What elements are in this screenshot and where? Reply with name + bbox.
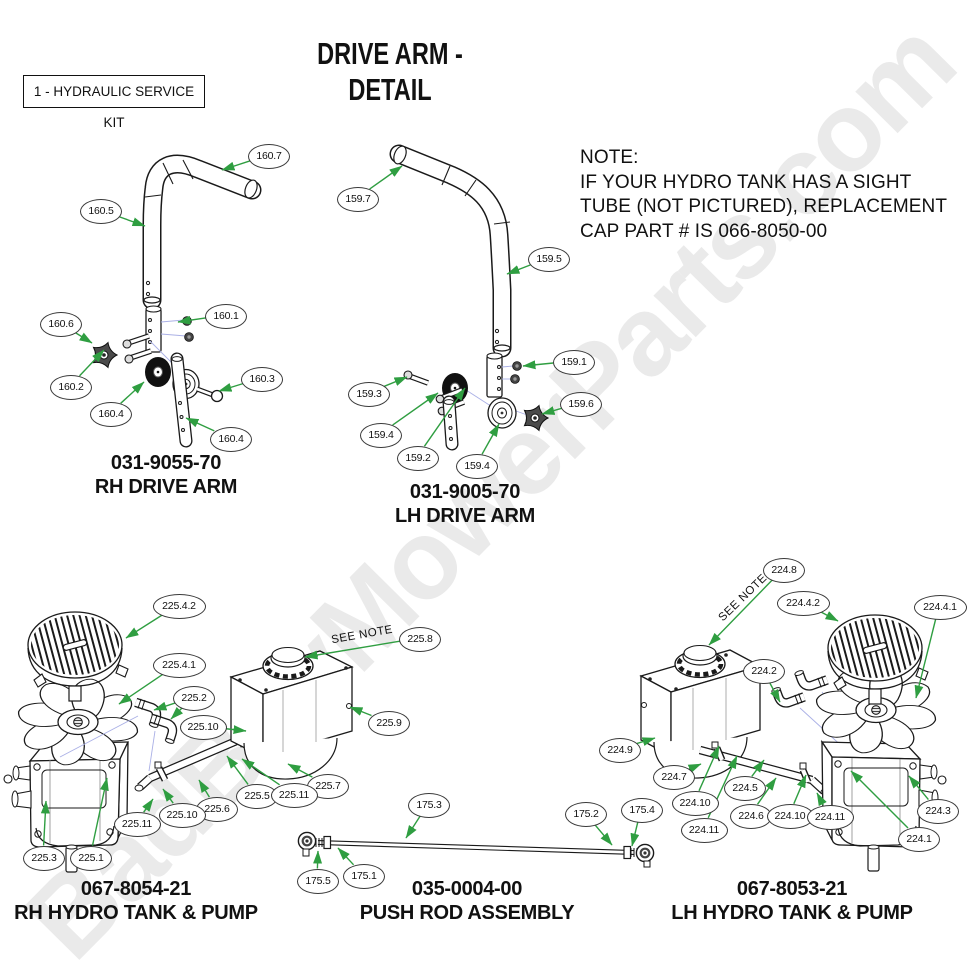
callout-arrow xyxy=(118,673,165,705)
part-name: LH DRIVE ARM xyxy=(394,505,536,527)
callout-arrow xyxy=(304,640,400,660)
callout-arrow xyxy=(177,315,206,325)
callout-arrow xyxy=(369,165,403,190)
callout-arrow xyxy=(198,779,210,798)
callout-arrow xyxy=(170,706,184,720)
callout-arrow xyxy=(40,800,50,846)
part-number: 031-9005-70 xyxy=(409,481,521,503)
callout-arrow xyxy=(818,610,839,622)
callout-arrow xyxy=(162,788,174,804)
note-line: TUBE (NOT PICTURED), REPLACEMENT xyxy=(580,196,948,217)
callout-arrow xyxy=(73,330,93,344)
callout-arrow xyxy=(223,725,247,735)
part-number: 067-8053-21 xyxy=(736,878,848,900)
lh-hydro-tank-pump-drawing xyxy=(639,604,947,872)
part-name: RH DRIVE ARM xyxy=(94,476,238,498)
callout-arrow xyxy=(816,792,827,807)
callout-arrow xyxy=(349,706,372,717)
callout-arrow xyxy=(687,763,702,774)
callout-arrow xyxy=(241,758,280,786)
callout-arrow xyxy=(850,770,909,829)
callout-arrow xyxy=(142,798,154,813)
callout-arrow xyxy=(522,360,554,370)
part-number: 035-0004-00 xyxy=(411,878,523,900)
callout-arrow xyxy=(698,745,720,792)
callout-arrow xyxy=(405,814,422,839)
rh-drive-arm-drawing xyxy=(93,154,262,448)
callout-arrow xyxy=(636,737,656,746)
part-number: 031-9055-70 xyxy=(110,452,222,474)
callout-arrow xyxy=(384,376,408,387)
callout-arrow xyxy=(914,617,937,699)
callout-arrow xyxy=(226,755,249,785)
part-number: 067-8054-21 xyxy=(80,878,192,900)
callout-arrow xyxy=(793,774,807,805)
callout-arrow xyxy=(287,763,313,778)
caption-rh-hydro-tank-pump: 067-8054-21 RH HYDRO TANK & PUMP xyxy=(4,877,268,925)
note-line: IF YOUR HYDRO TANK HAS A SIGHT xyxy=(580,171,912,193)
callout-arrow xyxy=(481,423,500,455)
callout-arrow xyxy=(91,777,109,846)
push-rod-drawing xyxy=(297,831,655,868)
callout-arrow xyxy=(908,775,929,801)
part-name: LH HYDRO TANK & PUMP xyxy=(671,902,913,924)
callout-arrow xyxy=(541,406,563,415)
callout-arrow xyxy=(313,850,323,869)
callout-arrow xyxy=(120,381,145,404)
caption-push-rod-assembly: 035-0004-00 PUSH ROD ASSEMBLY xyxy=(335,877,599,925)
note-heading: NOTE: xyxy=(580,147,639,168)
callout-arrow xyxy=(768,680,781,703)
caption-rh-drive-arm: 031-9055-70 RH DRIVE ARM xyxy=(56,451,276,499)
callout-arrow xyxy=(708,578,774,646)
note-line: CAP PART # IS 066-8050-00 xyxy=(580,220,828,242)
callout-arrow xyxy=(423,387,466,447)
callout-arrow xyxy=(756,777,777,805)
part-name: RH HYDRO TANK & PUMP xyxy=(14,902,258,924)
callout-arrow xyxy=(116,215,146,227)
caption-lh-hydro-tank-pump: 067-8053-21 LH HYDRO TANK & PUMP xyxy=(659,877,925,925)
page-title: DRIVE ARM - DETAIL xyxy=(317,36,463,107)
callout-arrow xyxy=(593,822,613,846)
callout-arrow xyxy=(218,382,244,392)
callout-arrow xyxy=(506,263,532,275)
callout-arrow xyxy=(337,847,355,866)
part-name: PUSH ROD ASSEMBLY xyxy=(359,902,575,924)
callout-arrow xyxy=(221,160,251,171)
callout-arrow xyxy=(392,392,439,426)
callout-arrow xyxy=(78,349,105,377)
callout-arrow xyxy=(125,613,164,639)
sight-tube-note: NOTE: IF YOUR HYDRO TANK HAS A SIGHT TUB… xyxy=(580,146,970,244)
callout-arrow xyxy=(153,701,176,711)
callout-arrow xyxy=(707,755,738,819)
callout-arrow xyxy=(185,417,215,432)
caption-lh-drive-arm: 031-9005-70 LH DRIVE ARM xyxy=(355,480,575,528)
hydraulic-service-kit-box: 1 - HYDRAULIC SERVICE KIT xyxy=(23,75,205,130)
callout-arrow xyxy=(630,820,640,847)
callout-arrow xyxy=(751,759,765,777)
